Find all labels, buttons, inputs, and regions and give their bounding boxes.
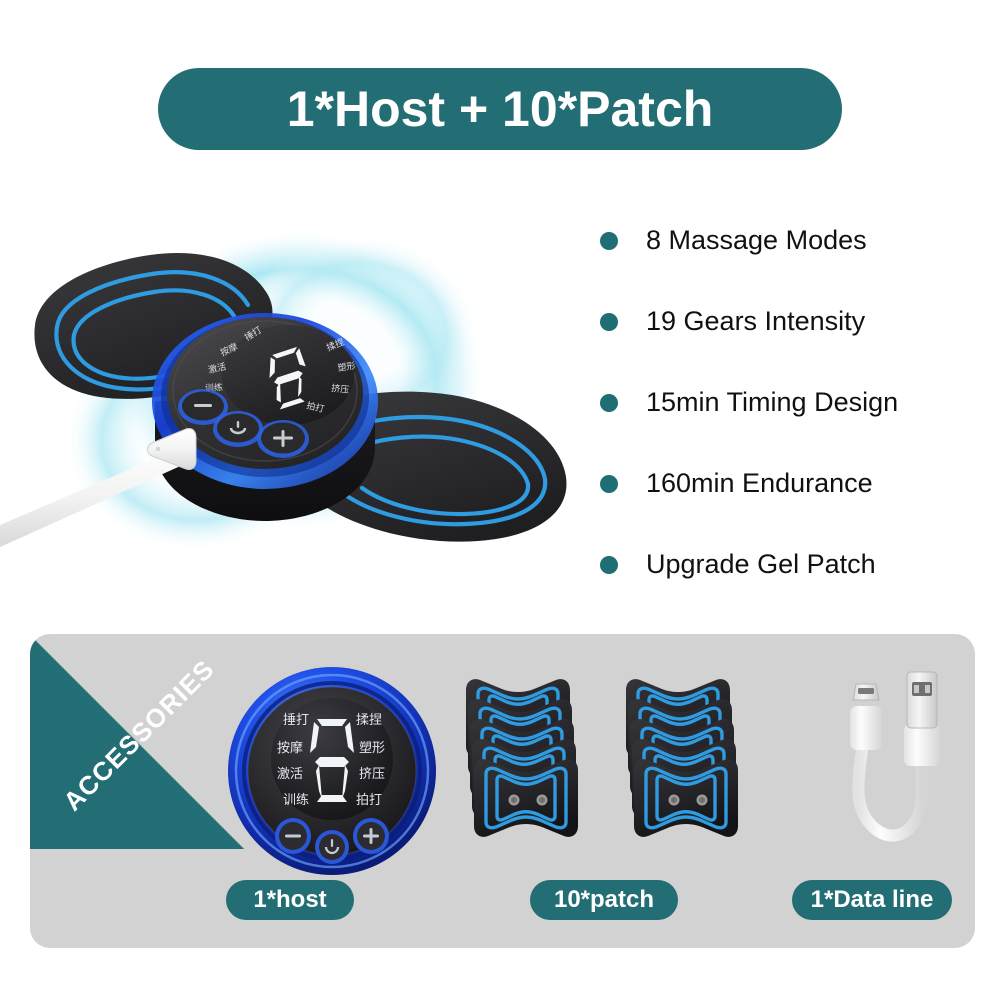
svg-text:挤压: 挤压 <box>359 767 385 782</box>
usb-cable <box>0 428 197 547</box>
display-digit <box>269 346 306 410</box>
accessory-plus-button[interactable] <box>353 818 389 854</box>
micro-usb-connector <box>850 683 882 750</box>
svg-text:塑形: 塑形 <box>337 360 357 374</box>
accessory-patch-stacks <box>460 674 780 874</box>
feature-item: 19 Gears Intensity <box>600 281 990 362</box>
title-banner: 1*Host + 10*Patch <box>158 68 842 150</box>
caption-patch: 10*patch <box>530 880 678 920</box>
hero-product-image: 捶打 按摩 激活 训练 揉捏 塑形 挤压 拍打 <box>0 225 600 565</box>
minus-button[interactable] <box>178 389 228 425</box>
plus-button[interactable] <box>257 420 309 458</box>
power-button[interactable] <box>213 411 263 447</box>
bullet-dot-icon <box>600 555 618 574</box>
svg-text:激活: 激活 <box>207 360 227 375</box>
accessories-corner-banner: ACCESSORIES <box>30 634 245 849</box>
control-buttons[interactable] <box>178 389 309 458</box>
feature-item: Upgrade Gel Patch <box>600 524 990 605</box>
bullet-dot-icon <box>600 393 618 412</box>
accessory-mode-labels: 捶打 按摩 激活 训练 揉捏 塑形 挤压 拍打 <box>277 713 385 808</box>
accessory-display-digit <box>310 719 354 802</box>
feature-item: 8 Massage Modes <box>600 200 990 281</box>
svg-text:塑形: 塑形 <box>359 741 385 756</box>
usb-a-connector <box>904 671 940 766</box>
svg-text:按摩: 按摩 <box>277 740 303 756</box>
feature-label: 15min Timing Design <box>646 387 899 417</box>
feature-label: 8 Massage Modes <box>646 225 867 255</box>
accessory-host-illustration: 捶打 按摩 激活 训练 揉捏 塑形 挤压 拍打 <box>228 667 436 875</box>
accessory-control-buttons[interactable] <box>275 818 389 864</box>
caption-host: 1*host <box>226 880 354 920</box>
bullet-dot-icon <box>600 312 618 331</box>
accessory-captions: 1*host 10*patch 1*Data line <box>30 880 975 926</box>
svg-text:挤压: 挤压 <box>331 382 350 396</box>
feature-label: 19 Gears Intensity <box>646 306 866 336</box>
accessories-panel: ACCESSORIES <box>30 634 975 948</box>
host-device: 捶打 按摩 激活 训练 揉捏 塑形 挤压 拍打 <box>152 313 378 521</box>
accessory-minus-button[interactable] <box>275 818 311 854</box>
accessory-power-button[interactable] <box>315 830 349 864</box>
patch-stack-right <box>624 677 740 839</box>
feature-list: 8 Massage Modes 19 Gears Intensity 15min… <box>600 200 990 605</box>
feature-label: 160min Endurance <box>646 468 873 498</box>
bullet-dot-icon <box>600 474 618 493</box>
feature-label: Upgrade Gel Patch <box>646 549 876 579</box>
svg-text:拍打: 拍打 <box>356 793 382 808</box>
feature-item: 160min Endurance <box>600 443 990 524</box>
caption-cable: 1*Data line <box>792 880 952 920</box>
patch-stack-left <box>464 677 580 839</box>
svg-text:训练: 训练 <box>283 793 309 808</box>
svg-text:捶打: 捶打 <box>283 713 309 728</box>
accessory-host-image: 捶打 按摩 激活 训练 揉捏 塑形 挤压 拍打 <box>225 664 440 879</box>
svg-text:揉捏: 揉捏 <box>356 713 382 728</box>
accessory-cable-image <box>810 654 975 874</box>
bullet-dot-icon <box>600 231 618 250</box>
svg-text:激活: 激活 <box>277 767 303 782</box>
title-text: 1*Host + 10*Patch <box>286 81 714 137</box>
cable-illustration <box>850 671 940 842</box>
accessories-corner-label: ACCESSORIES <box>57 653 221 817</box>
patch-stacks-illustration <box>464 677 740 839</box>
hero-illustration: 捶打 按摩 激活 训练 揉捏 塑形 挤压 拍打 <box>0 230 567 552</box>
feature-item: 15min Timing Design <box>600 362 990 443</box>
